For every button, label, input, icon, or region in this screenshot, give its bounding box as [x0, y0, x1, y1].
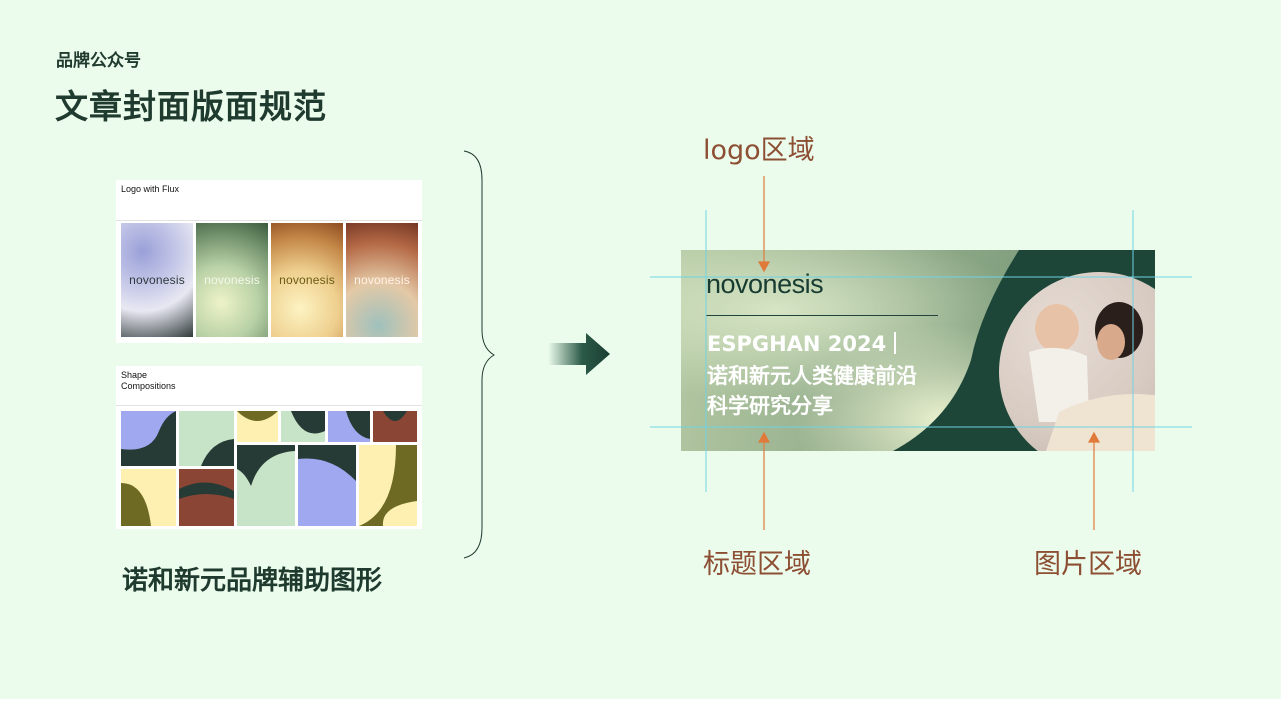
shape-tile-curve [121, 411, 176, 466]
brace-icon [463, 150, 495, 559]
brand-graphics-caption: 诺和新元品牌辅助图形 [122, 566, 383, 596]
arrow-right-icon [548, 333, 610, 375]
shape-tile [179, 469, 234, 526]
panel-title-logo: Logo with Flux [121, 184, 180, 194]
shape-tile-curve [237, 411, 278, 421]
banner-headline-line3: 科学研究分享 [707, 394, 833, 418]
cover-banner: novonesis ESPGHAN 2024 诺和新元人类健康前沿 科学研究分享 [681, 250, 1155, 451]
shape-tile-curve [121, 483, 151, 526]
flux-swatch-lavender: novonesis [121, 223, 193, 337]
swatch-brand-text: novonesis [204, 273, 260, 287]
page-title: 文章封面版面规范 [55, 87, 327, 126]
shape-tile-curve [298, 445, 356, 481]
banner-divider [706, 315, 938, 316]
bottom-strip [0, 699, 1281, 701]
banner-brand-logo: novonesis [706, 269, 824, 299]
shape-tile-curve [346, 411, 370, 439]
panel-divider [116, 405, 422, 406]
shape-tile-curve [359, 445, 417, 526]
panel-title-shape-line1: Shape [121, 370, 148, 380]
banner-headline-line1: ESPGHAN 2024 [707, 329, 957, 359]
banner-headline-text: ESPGHAN 2024 [707, 332, 887, 356]
shape-compositions-grid [121, 411, 417, 526]
flux-swatch-green: novonesis [196, 223, 268, 337]
headline-bar [894, 332, 897, 354]
flux-swatch-rust: novonesis [346, 223, 418, 337]
flux-swatch-sand: novonesis [271, 223, 343, 337]
shape-tile-curve [383, 411, 407, 421]
shape-compositions-panel: Shape Compositions [116, 366, 422, 529]
logo-with-flux-panel: Logo with Flux novonesis novonesis novon… [116, 180, 422, 343]
shape-tile-curve [179, 482, 234, 499]
panel-title-shape-line2: Compositions [121, 381, 176, 391]
photo-figure [1029, 302, 1155, 451]
image-area-label: 图片区域 [1034, 549, 1142, 580]
panel-title-shape: Shape Compositions [121, 370, 176, 392]
shape-tile-curve [291, 411, 325, 434]
title-area-label: 标题区域 [703, 549, 811, 580]
banner-headline-line2: 诺和新元人类健康前沿 [707, 364, 917, 388]
logo-area-label: logo区域 [703, 135, 815, 166]
shape-tile-curve [201, 439, 234, 466]
swatch-brand-text: novonesis [354, 273, 410, 287]
page-kicker: 品牌公众号 [56, 51, 141, 71]
swatch-brand-text: novonesis [129, 273, 185, 287]
shape-tile-curve [237, 445, 295, 486]
swatch-brand-text: novonesis [279, 273, 335, 287]
panel-divider [116, 220, 422, 221]
